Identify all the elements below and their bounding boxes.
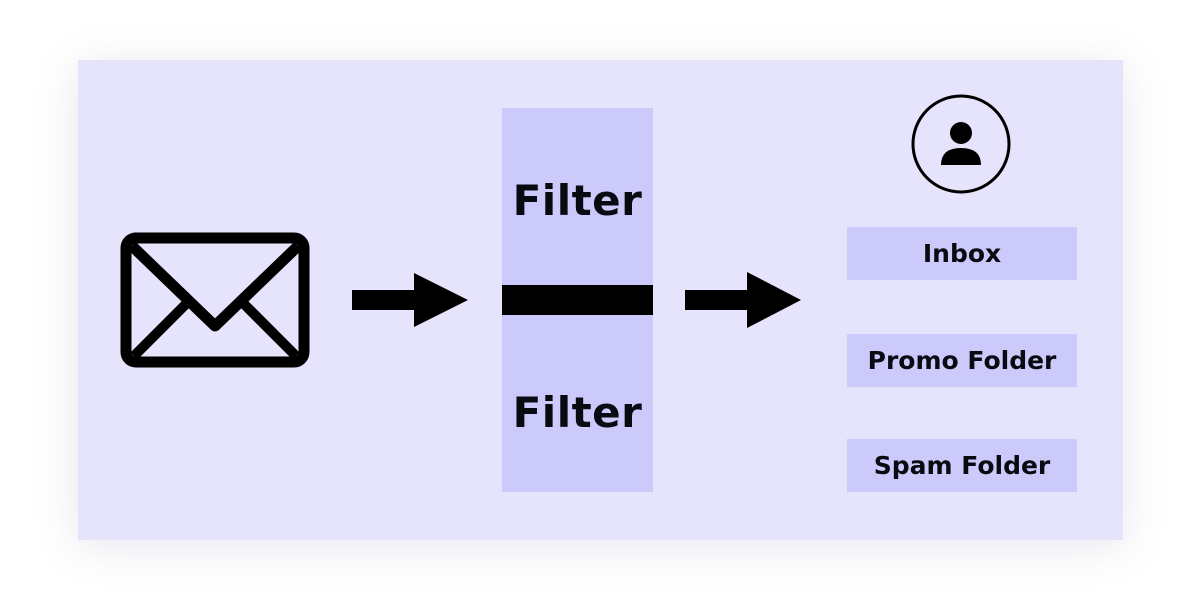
- filter-label-top: Filter: [512, 176, 643, 225]
- filter-divider-bar: [502, 285, 653, 315]
- destination-spam-folder: Spam Folder: [847, 439, 1077, 492]
- user-icon: [911, 94, 1011, 194]
- arrow-right-icon: [352, 273, 468, 327]
- filter-label-bottom: Filter: [512, 388, 643, 437]
- destination-promo-folder: Promo Folder: [847, 334, 1077, 387]
- destination-inbox: Inbox: [847, 227, 1077, 280]
- envelope-icon: [120, 232, 310, 368]
- arrow-right-icon: [685, 272, 801, 328]
- filter-column: Filter Filter: [502, 108, 653, 492]
